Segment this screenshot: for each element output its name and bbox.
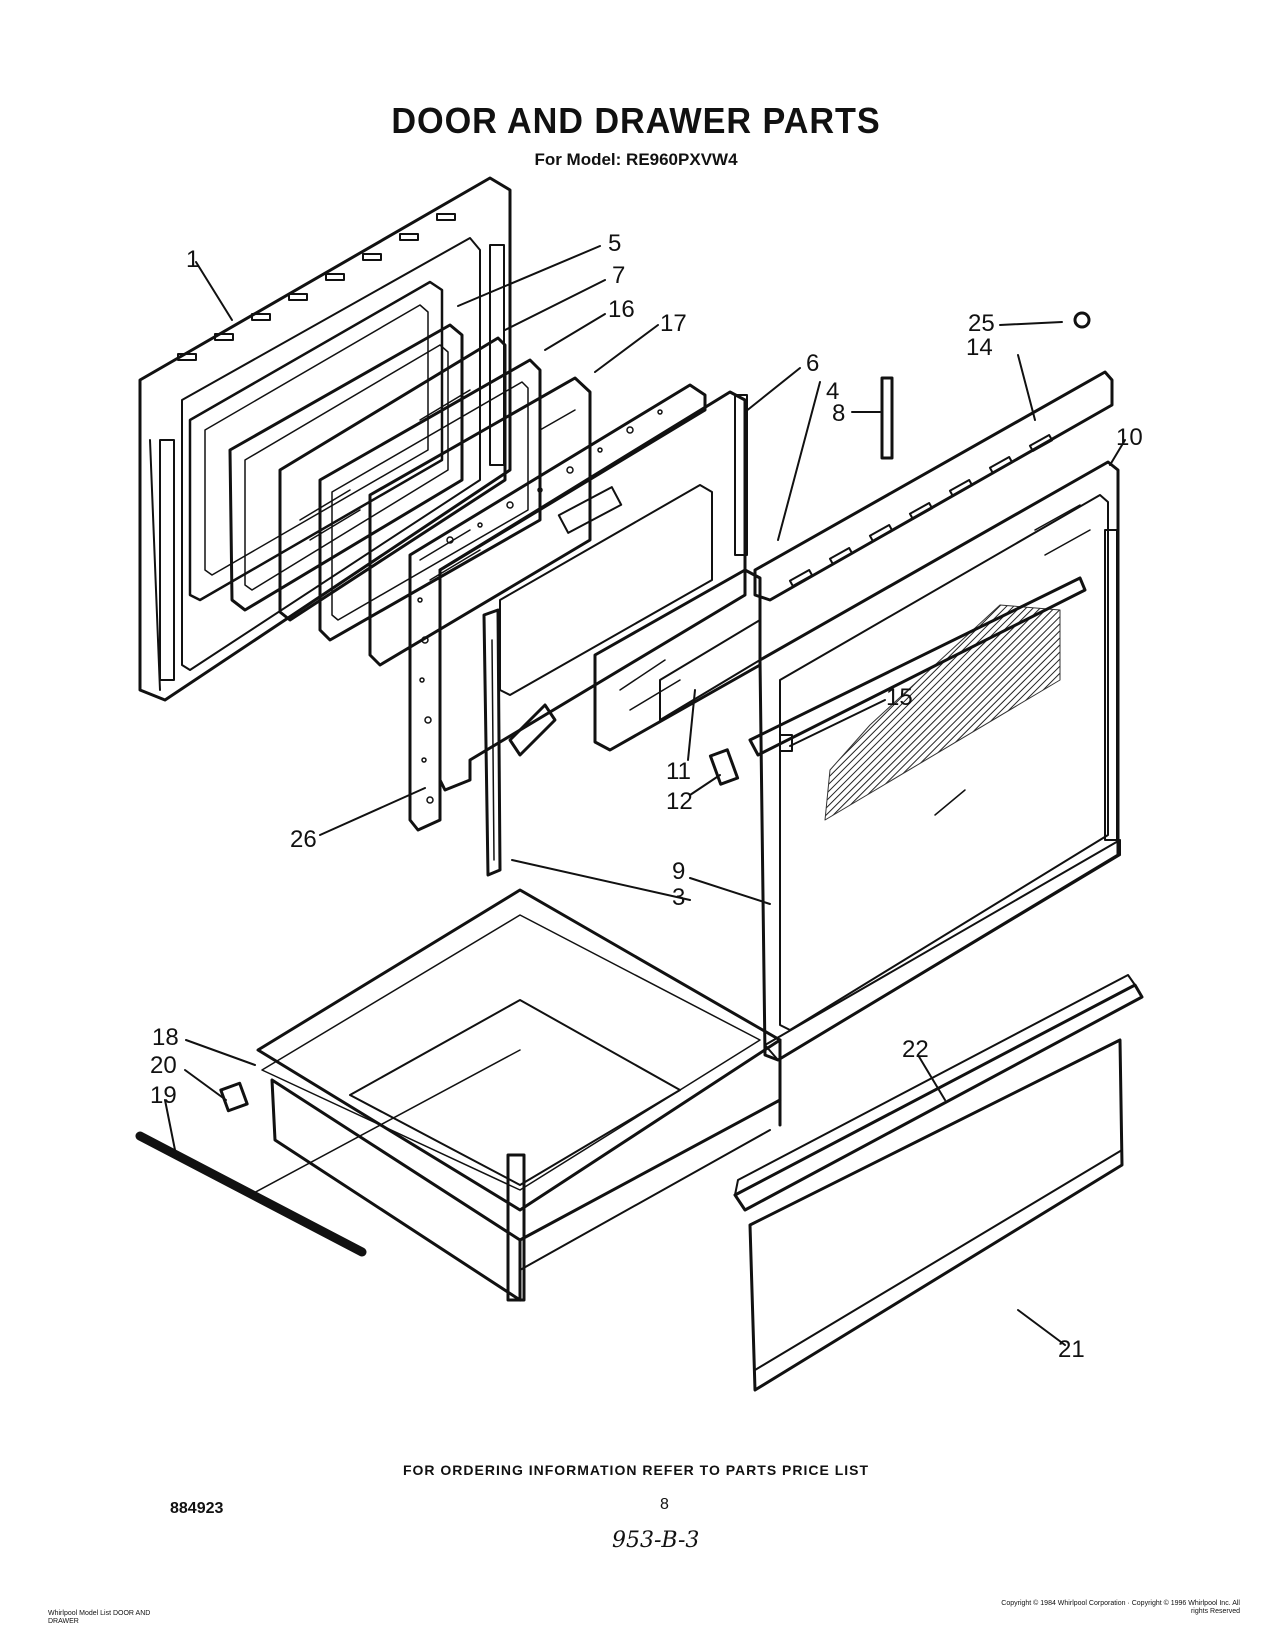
window-gasket — [318, 358, 542, 642]
callout-17: 17 — [660, 310, 687, 337]
inner-glass — [368, 376, 592, 667]
callout-25: 25 — [968, 310, 995, 337]
callout-14: 14 — [966, 334, 993, 361]
callout-12: 12 — [666, 788, 693, 815]
handwritten-code: 953-B-3 — [612, 1528, 700, 1553]
callout-1: 1 — [186, 246, 200, 273]
callout-19: 19 — [150, 1082, 177, 1109]
callout-4: 4 — [826, 378, 840, 405]
callout-18: 18 — [152, 1024, 179, 1051]
outer-door-panel — [758, 460, 1121, 1062]
callout-11: 11 — [666, 758, 691, 785]
door-handle — [708, 576, 1087, 786]
callout-7: 7 — [612, 262, 626, 289]
door-glass — [278, 336, 507, 622]
document-number: 884923 — [170, 1500, 224, 1517]
page-number: 8 — [660, 1496, 669, 1513]
small-left-text: Whirlpool Model List DOOR AND DRAWER — [48, 1610, 151, 1625]
callout-5: 5 — [608, 230, 622, 257]
callout-16: 16 — [608, 296, 635, 323]
callout-3: 3 — [672, 884, 686, 911]
callout-8: 8 — [832, 400, 846, 427]
callout-20: 20 — [150, 1052, 177, 1079]
ordering-note: FOR ORDERING INFORMATION REFER TO PARTS … — [402, 1462, 870, 1478]
drawer-front-panel — [748, 1038, 1124, 1392]
handle-clip — [880, 376, 894, 460]
door-window-shading — [824, 604, 1061, 821]
callout-9: 9 — [672, 858, 686, 885]
model-subtitle: For Model: RE960PXVW4 — [534, 150, 738, 169]
inner-door-frame — [188, 280, 444, 602]
vent-glass — [593, 568, 762, 752]
vent-trim — [753, 370, 1114, 602]
drawer-rod — [135, 1049, 521, 1257]
screw — [1073, 311, 1091, 329]
page-title: DOOR AND DRAWER PARTS — [391, 100, 881, 141]
copyright-text: Copyright © 1984 Whirlpool Corporation ·… — [1001, 1600, 1240, 1615]
callout-6: 6 — [806, 350, 820, 377]
callout-26: 26 — [290, 826, 317, 853]
door-insulation — [408, 383, 707, 832]
drawer-front-trim — [733, 974, 1144, 1212]
callout-10: 10 — [1116, 424, 1143, 451]
door-side-trim — [482, 608, 502, 877]
callout-15: 15 — [886, 684, 913, 711]
window-pack — [228, 323, 464, 612]
slide-clip — [219, 1081, 249, 1113]
leader-lines — [164, 245, 1126, 1346]
callout-21: 21 — [1058, 1336, 1085, 1363]
callout-22: 22 — [902, 1036, 929, 1063]
drawer-box — [256, 888, 782, 1302]
